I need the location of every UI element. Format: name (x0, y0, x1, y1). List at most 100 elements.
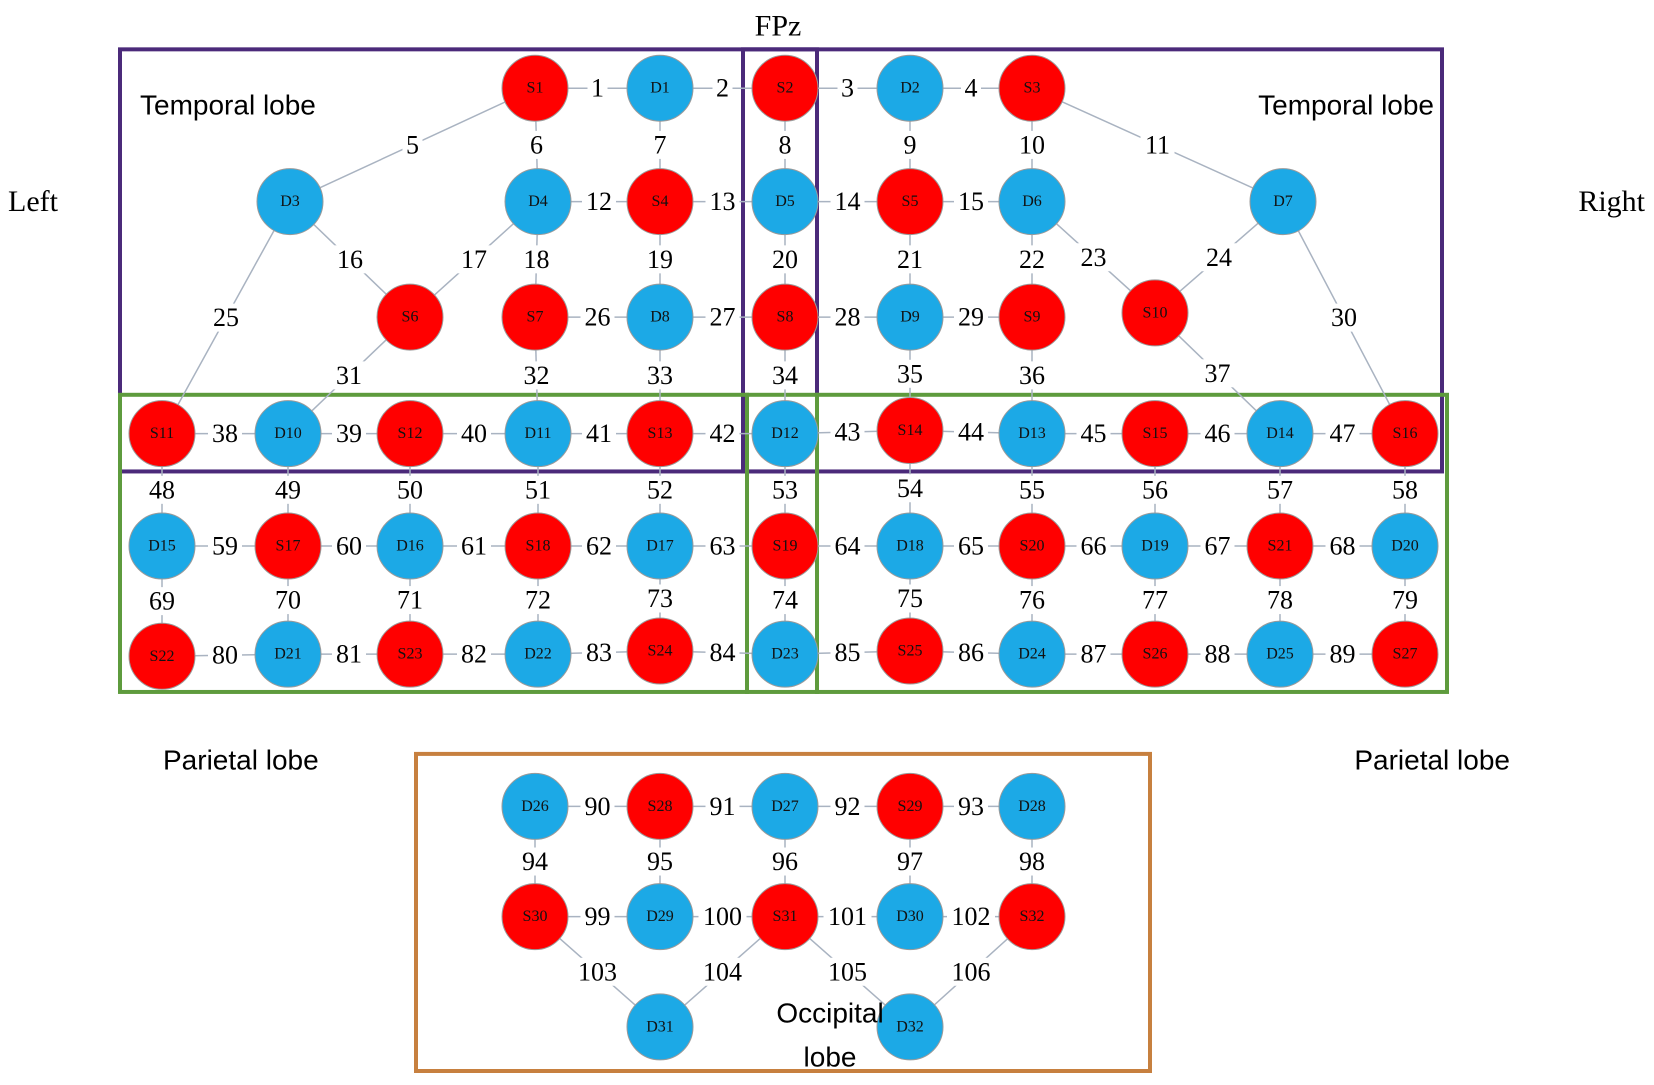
channel-label-65: 65 (958, 532, 984, 561)
source-node-S20 (998, 512, 1066, 580)
channel-label-52: 52 (647, 475, 673, 504)
node-label-D17: D17 (646, 538, 674, 555)
source-node-S12 (376, 400, 444, 468)
channel-label-45: 45 (1081, 419, 1107, 448)
node-label-D21: D21 (274, 646, 302, 663)
node-label-D11: D11 (525, 425, 552, 442)
node-label-S6: S6 (402, 309, 419, 326)
detector-node-D8 (626, 283, 694, 351)
detector-node-D24 (998, 620, 1066, 688)
source-node-S10 (1121, 279, 1189, 347)
channel-label-87: 87 (1081, 640, 1107, 669)
channel-label-bg-95 (643, 847, 677, 876)
channel-label-bg-91 (705, 792, 740, 821)
channel-label-bg-47 (1325, 419, 1360, 448)
channel-label-bg-86 (954, 638, 988, 667)
channel-label-28: 28 (835, 303, 861, 332)
temporal-lobe-right-label: Temporal lobe (1258, 90, 1434, 121)
channel-label-32: 32 (524, 361, 550, 390)
detector-node-D13 (998, 400, 1066, 468)
node-label-D29: D29 (646, 908, 674, 925)
channel-label-16: 16 (337, 245, 363, 274)
occipital-region-box (414, 751, 1152, 1074)
channel-label-bg-30 (1327, 303, 1361, 332)
channel-label-bg-54 (893, 474, 927, 503)
channel-label-bg-7 (650, 130, 670, 159)
channel-label-101: 101 (828, 902, 867, 931)
channel-label-bg-96 (768, 847, 802, 876)
channel-label-bg-74 (768, 586, 802, 615)
channel-label-26: 26 (585, 303, 611, 332)
node-label-S30: S30 (523, 908, 548, 925)
source-node-S1 (501, 54, 569, 122)
channel-label-bg-44 (954, 418, 988, 447)
channel-label-bg-78 (1263, 586, 1297, 615)
node-label-S4: S4 (652, 193, 669, 210)
detector-node-D12 (751, 400, 819, 468)
detector-node-D11 (504, 400, 572, 468)
detector-node-D10 (254, 400, 322, 468)
channel-label-bg-50 (393, 475, 427, 504)
channel-label-33: 33 (647, 361, 673, 390)
channel-label-bg-41 (582, 419, 616, 448)
node-label-S19: S19 (773, 538, 798, 555)
channel-label-bg-17 (457, 245, 491, 274)
channel-label-7: 7 (654, 130, 667, 159)
channel-label-85: 85 (835, 638, 861, 667)
source-node-S24 (626, 617, 694, 685)
channel-label-bg-45 (1076, 419, 1111, 448)
left-label: Left (8, 185, 59, 218)
detector-node-D17 (626, 512, 694, 580)
channel-label-bg-71 (393, 586, 427, 615)
channel-label-1: 1 (591, 74, 604, 103)
source-node-S19 (751, 512, 819, 580)
channel-label-60: 60 (336, 532, 362, 561)
node-label-S8: S8 (777, 309, 794, 326)
channel-label-106: 106 (952, 957, 991, 986)
node-label-D7: D7 (1273, 193, 1293, 210)
channel-label-bg-72 (521, 586, 555, 615)
channel-label-50: 50 (397, 475, 423, 504)
node-label-S32: S32 (1020, 908, 1045, 925)
channel-label-89: 89 (1330, 640, 1356, 669)
channel-label-bg-26 (580, 303, 615, 332)
channel-label-35: 35 (897, 359, 923, 388)
channel-label-8: 8 (779, 130, 792, 159)
node-label-S12: S12 (398, 425, 423, 442)
channel-label-38: 38 (212, 419, 238, 448)
node-label-S14: S14 (898, 422, 923, 439)
node-label-D26: D26 (521, 798, 549, 815)
channel-label-bg-77 (1138, 586, 1172, 615)
channel-label-49: 49 (275, 475, 301, 504)
channel-label-84: 84 (710, 638, 736, 667)
channel-label-39: 39 (336, 419, 362, 448)
channel-label-22: 22 (1019, 245, 1045, 274)
channel-label-20: 20 (772, 245, 798, 274)
node-label-S7: S7 (527, 309, 544, 326)
channel-label-bg-69 (145, 587, 179, 616)
channel-label-68: 68 (1330, 532, 1356, 561)
node-label-S21: S21 (1268, 538, 1293, 555)
channel-label-bg-21 (893, 245, 927, 274)
source-node-S6 (376, 283, 444, 351)
channel-label-13: 13 (710, 187, 736, 216)
channel-label-4: 4 (965, 74, 978, 103)
channel-label-bg-4 (961, 74, 981, 103)
channel-label-92: 92 (835, 792, 861, 821)
source-node-S17 (254, 512, 322, 580)
channel-label-76: 76 (1019, 586, 1045, 615)
channel-label-bg-73 (643, 584, 677, 613)
channel-label-58: 58 (1392, 475, 1418, 504)
node-label-D5: D5 (775, 193, 795, 210)
node-label-S17: S17 (276, 538, 301, 555)
node-label-S31: S31 (773, 908, 798, 925)
node-label-D19: D19 (1141, 538, 1169, 555)
channel-label-bg-1 (587, 74, 608, 103)
channel-label-83: 83 (586, 638, 612, 667)
detector-node-D20 (1371, 512, 1439, 580)
channel-label-bg-16 (333, 245, 367, 274)
source-node-S4 (626, 168, 694, 236)
source-node-S14 (876, 397, 944, 464)
channel-label-bg-39 (332, 419, 366, 448)
channel-label-bg-38 (208, 419, 242, 448)
